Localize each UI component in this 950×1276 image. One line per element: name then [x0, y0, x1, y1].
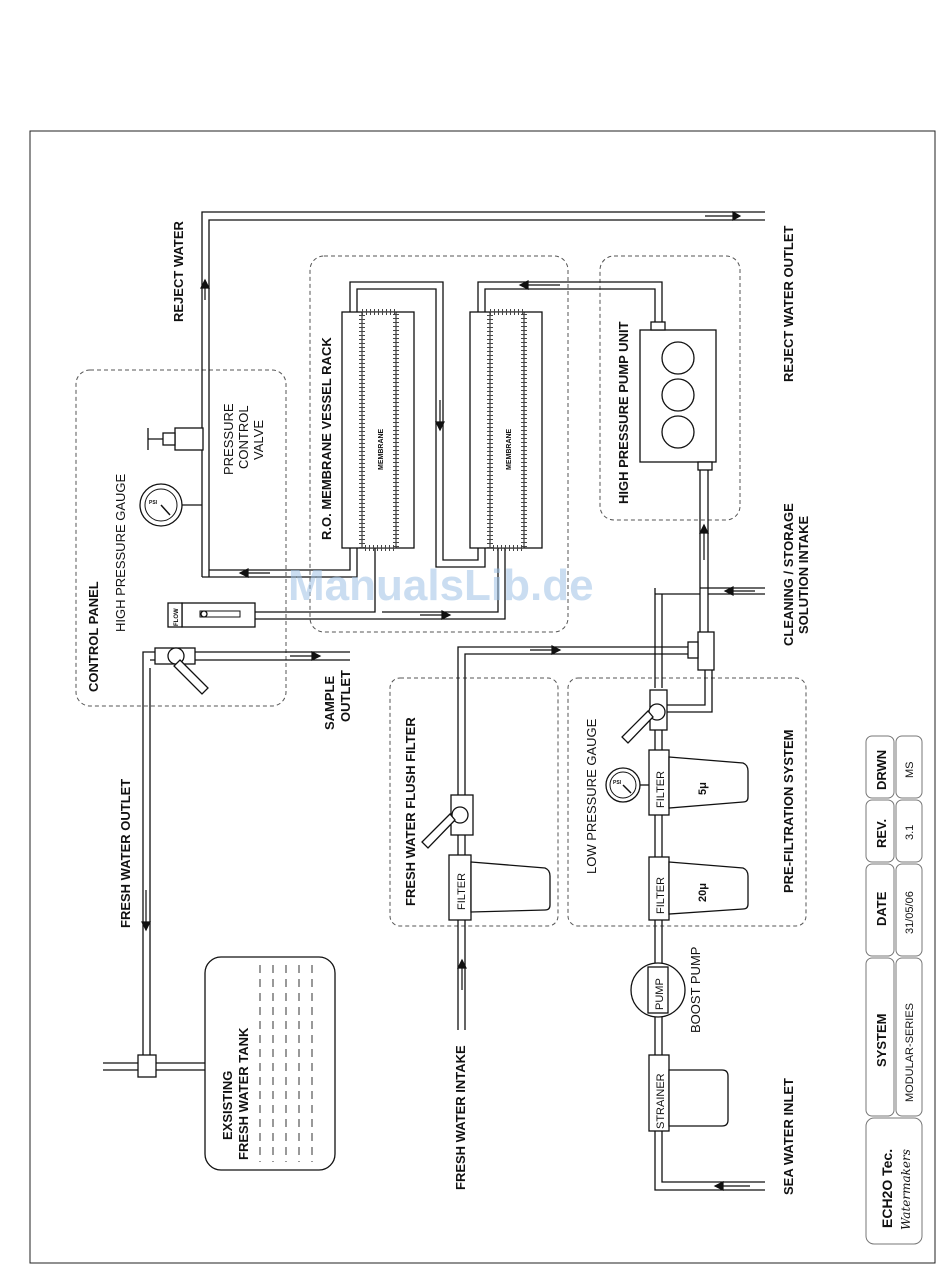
sample-outlet-label-1: SAMPLE [322, 676, 337, 731]
strainer: STRAINER [648, 1054, 729, 1132]
flow-arrows [141, 210, 755, 1191]
tb-drwn-value: MS [904, 762, 916, 779]
tb-date-value: 31/05/06 [904, 891, 916, 934]
watermark: ManualsLib.de [288, 561, 594, 610]
cleaning-label-1: CLEANING / STORAGE [781, 503, 796, 646]
membrane-label-2: MEMBRANE [506, 428, 513, 470]
membrane-loop-top-2 [356, 288, 486, 568]
pcv-label-2: CONTROL [236, 405, 251, 469]
fresh-water-outlet-pipe [142, 660, 151, 1060]
low-pressure-gauge: PSI [605, 767, 649, 803]
membrane-vessel-1: MEMBRANE [341, 309, 415, 551]
filter-20-label: FILTER [655, 877, 667, 914]
product-pipe-3 [382, 548, 499, 613]
reject-water-pipe-inner [208, 219, 765, 577]
membrane-vessel-2: MEMBRANE [469, 309, 543, 551]
tank-label-1: EXSISTING [220, 1071, 235, 1140]
control-panel-box [75, 369, 287, 707]
sample-outlet-label-2: OUTLET [338, 670, 353, 722]
pump-label: PUMP [654, 978, 666, 1010]
tb-system-value: MODULAR-SERIES [904, 1003, 916, 1102]
tb-tagline: Watermakers [899, 1149, 913, 1230]
product-pipe [255, 548, 376, 613]
fresh-water-intake-label: FRESH WATER INTAKE [453, 1045, 468, 1190]
reject-water-outlet-label: REJECT WATER OUTLET [781, 225, 796, 382]
tank-tee [137, 1054, 157, 1078]
flush-tee [687, 641, 699, 659]
high-pressure-pump-box [599, 255, 741, 521]
hp-gauge-psi: PSI [149, 500, 158, 506]
high-pressure-pump [639, 321, 717, 471]
tb-rev-value: 3.1 [904, 825, 916, 840]
filter-5-micron: FILTER 5μ [648, 749, 749, 816]
control-ball-valve [154, 647, 209, 695]
filter-20-rating: 20μ [697, 883, 709, 902]
tb-date-header: DATE [874, 891, 889, 926]
tb-drwn-header: DRWN [874, 750, 889, 790]
pump-suction-pipe [699, 462, 709, 650]
filter-5-label: FILTER [655, 771, 667, 808]
flush-filter-title: FRESH WATER FLUSH FILTER [403, 717, 418, 906]
cleaning-label-2: SOLUTION INTAKE [796, 515, 811, 634]
strainer-label: STRAINER [655, 1073, 667, 1129]
sea-water-inlet-label: SEA WATER INLET [781, 1078, 796, 1195]
pump-to-vessel-pipe [477, 281, 663, 322]
control-panel-label: CONTROL PANEL [86, 581, 101, 692]
reject-water-pipe [201, 211, 765, 577]
drawing-frame [29, 130, 936, 1264]
tb-system-header: SYSTEM [874, 1014, 889, 1067]
boost-pump: PUMP [630, 962, 686, 1018]
flush-filter: FILTER [448, 854, 551, 921]
flush-filter-label: FILTER [456, 873, 468, 910]
pressure-control-valve [147, 427, 204, 451]
concentrate-pipe-2 [202, 548, 358, 578]
tb-rev-header: REV. [874, 819, 889, 848]
lp-gauge-label: LOW PRESSURE GAUGE [584, 718, 599, 874]
high-pressure-gauge: PSI [139, 483, 202, 527]
fresh-water-outlet-label: FRESH WATER OUTLET [118, 779, 133, 928]
lp-gauge-psi: PSI [613, 780, 622, 786]
prefiltration-title: PRE-FILTRATION SYSTEM [781, 730, 796, 893]
pcv-label-1: PRESSURE [221, 403, 236, 475]
concentrate-pipe [209, 548, 351, 571]
title-block: SYSTEM MODULAR-SERIES DATE 31/05/06 REV.… [865, 735, 923, 1245]
fresh-water-tank [204, 956, 336, 1171]
ro-membrane-rack-box [309, 255, 569, 633]
flow-label: FLOW [174, 608, 180, 626]
pump-to-vessel-pipe-2 [484, 288, 656, 322]
hp-pump-label: HIGH PRESSURE PUMP UNIT [616, 321, 631, 504]
prefilter-tee-pipe [662, 658, 713, 713]
pcv-label-3: VALVE [251, 420, 266, 460]
filter-20-micron: FILTER 20μ [648, 856, 749, 921]
tb-logo: ECH2O Tec. [879, 1149, 895, 1228]
tank-label-2: FRESH WATER TANK [236, 1027, 251, 1160]
cleaning-tee [697, 631, 715, 671]
membrane-loop-top [349, 281, 479, 561]
reject-water-label: REJECT WATER [171, 221, 186, 322]
boost-pump-label: BOOST PUMP [688, 947, 703, 1033]
prefilter-ball-valve [621, 689, 668, 744]
flow-meter: FLOW [167, 602, 256, 628]
membrane-label-1: MEMBRANE [378, 428, 385, 470]
product-pipe-2 [255, 548, 506, 620]
filter-5-rating: 5μ [697, 782, 709, 795]
pre-filtration-box [567, 677, 807, 927]
flush-filter-box [389, 677, 559, 927]
hp-gauge-label: HIGH PRESSURE GAUGE [113, 473, 128, 632]
ro-rack-label: R.O. MEMBRANE VESSEL RACK [319, 337, 334, 540]
flush-ball-valve [421, 794, 474, 849]
